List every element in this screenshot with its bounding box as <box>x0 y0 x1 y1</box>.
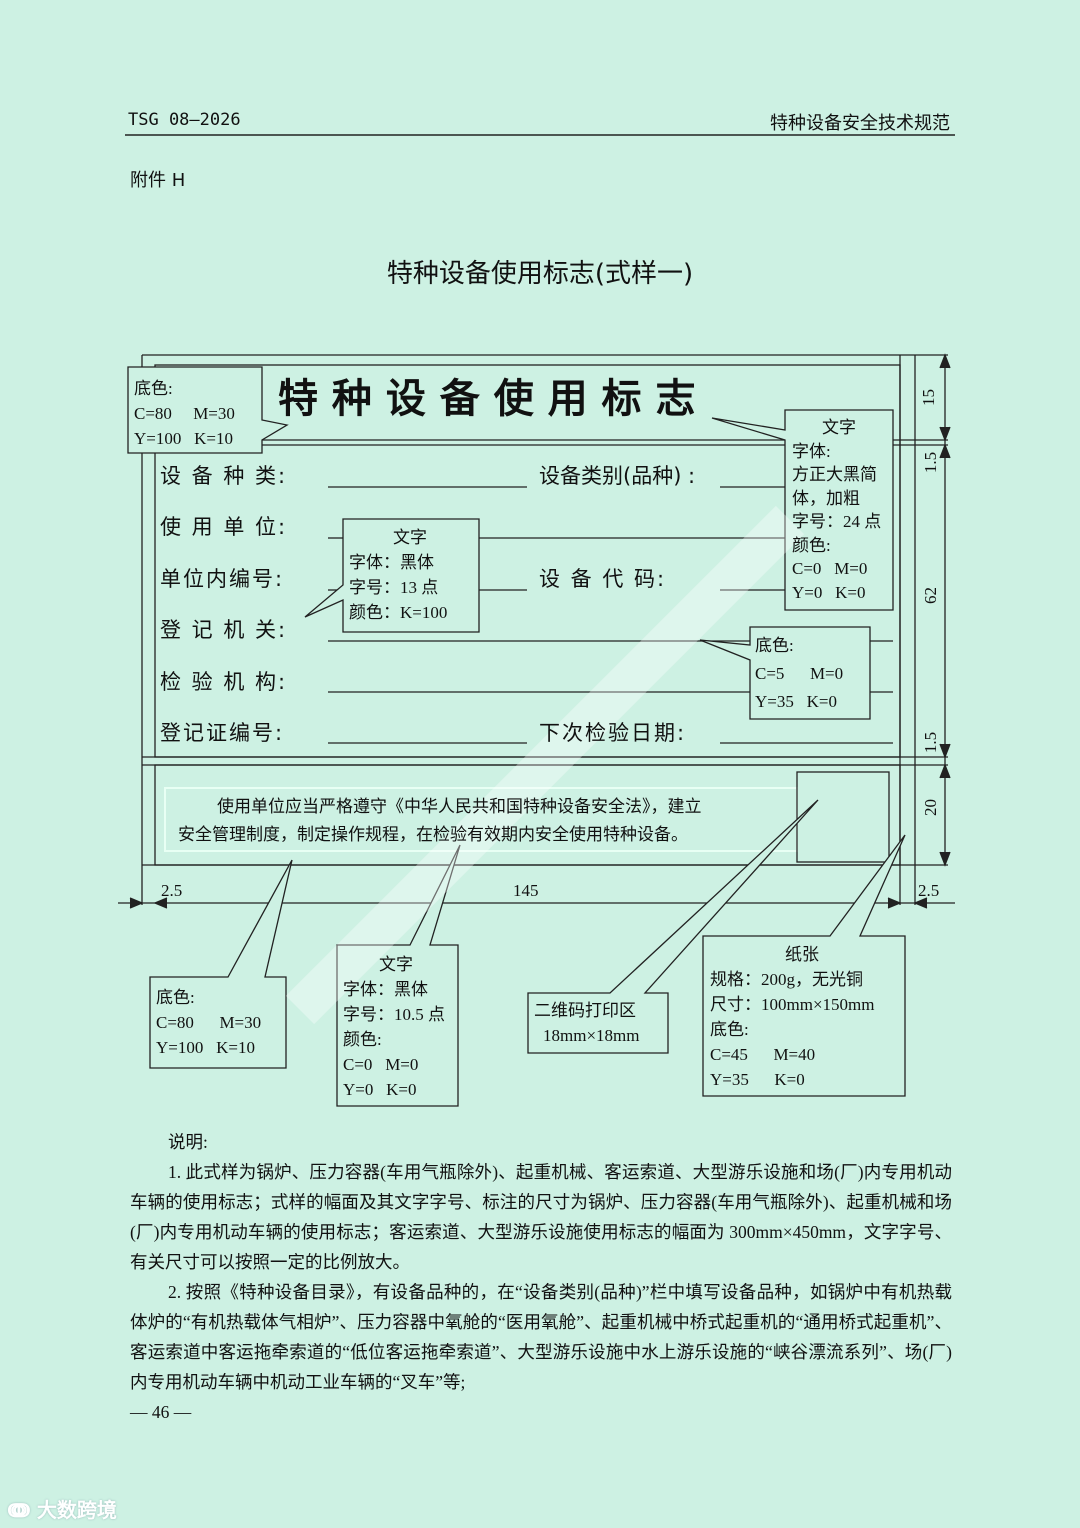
note-1: 1. 此式样为锅炉、压力容器(车用气瓶除外)、起重机械、客运索道、大型游乐设施和… <box>130 1162 952 1272</box>
dim-20: 20 <box>921 799 940 816</box>
callout-qr-area: 二维码打印区 18mm×18mm <box>534 1001 640 1045</box>
dim-1-5-top: 1.5 <box>921 451 941 474</box>
doc-series: 特种设备安全技术规范 <box>770 113 950 134</box>
dim-15: 15 <box>919 389 938 406</box>
notes: 说明: 1. 此式样为锅炉、压力容器(车用气瓶除外)、起重机械、客运索道、大型游… <box>130 1127 952 1427</box>
callout-field-bg: 底色: C=5 M=0 Y=35 K=0 <box>755 636 844 711</box>
notice-line-2: 安全管理制度，制定操作规程，在检验有效期内安全使用特种设备。 <box>178 825 688 845</box>
callout-notice-text: 文字 字体：黑体 字号：10.5 点 颜色: C=0 M=0 Y=0 K=0 <box>343 955 445 1099</box>
page-title: 特种设备使用标志(式样一) <box>386 259 694 289</box>
corner-logo: ↈ 大数跨境 <box>8 1498 117 1522</box>
doc-code: TSG 08—2026 <box>128 110 241 130</box>
callout-bottom-bg: 底色: C=80 M=30 Y=100 K=10 <box>156 988 262 1057</box>
callout-field-text: 文字 字体：黑体 字号：13 点 颜色：K=100 <box>349 528 448 622</box>
notice-line-1: 使用单位应当严格遵守《中华人民共和国特种设备安全法》，建立 <box>217 797 702 817</box>
dim-145: 145 <box>513 881 539 900</box>
dim-2-5-left: 2.5 <box>161 881 183 900</box>
dim-1-5-bottom: 1.5 <box>921 731 941 754</box>
field-inspection-agency: 检 验 机 构: <box>160 670 288 694</box>
watermark-band <box>285 505 805 1025</box>
field-user-unit: 使 用 单 位: <box>160 515 288 539</box>
notes-heading: 说明: <box>168 1132 208 1152</box>
field-equipment-category: 设备类别(品种) : <box>539 464 696 488</box>
field-next-inspection-date: 下次检验日期: <box>539 721 687 745</box>
dim-2-5-right: 2.5 <box>918 881 940 900</box>
field-internal-number: 单位内编号: <box>160 567 285 591</box>
callout-paper: 纸张 规格：200g，无光铜 尺寸：100mm×150mm 底色: C=45 M… <box>710 945 875 1089</box>
field-certificate-number: 登记证编号: <box>160 721 285 745</box>
field-equipment-code: 设 备 代 码: <box>539 567 667 591</box>
appendix-label: 附件 H <box>130 170 186 191</box>
callout-title-text: 文字 字体: 方正大黑简 体，加粗 字号：24 点 颜色: C=0 M=0 Y=… <box>792 418 882 602</box>
note-2: 2. 按照《特种设备目录》，有设备品种的，在“设备类别(品种)”栏中填写设备品种… <box>130 1282 952 1392</box>
dim-62: 62 <box>921 587 940 604</box>
field-equipment-type: 设 备 种 类: <box>160 464 288 488</box>
field-registration-authority: 登 记 机 关: <box>160 618 288 642</box>
callout-top-bg: 底色: C=80 M=30 Y=100 K=10 <box>134 379 235 448</box>
page-number: — 46 — <box>130 1402 192 1422</box>
sign-heading: 特 种 设 备 使 用 标 志 <box>278 376 696 422</box>
